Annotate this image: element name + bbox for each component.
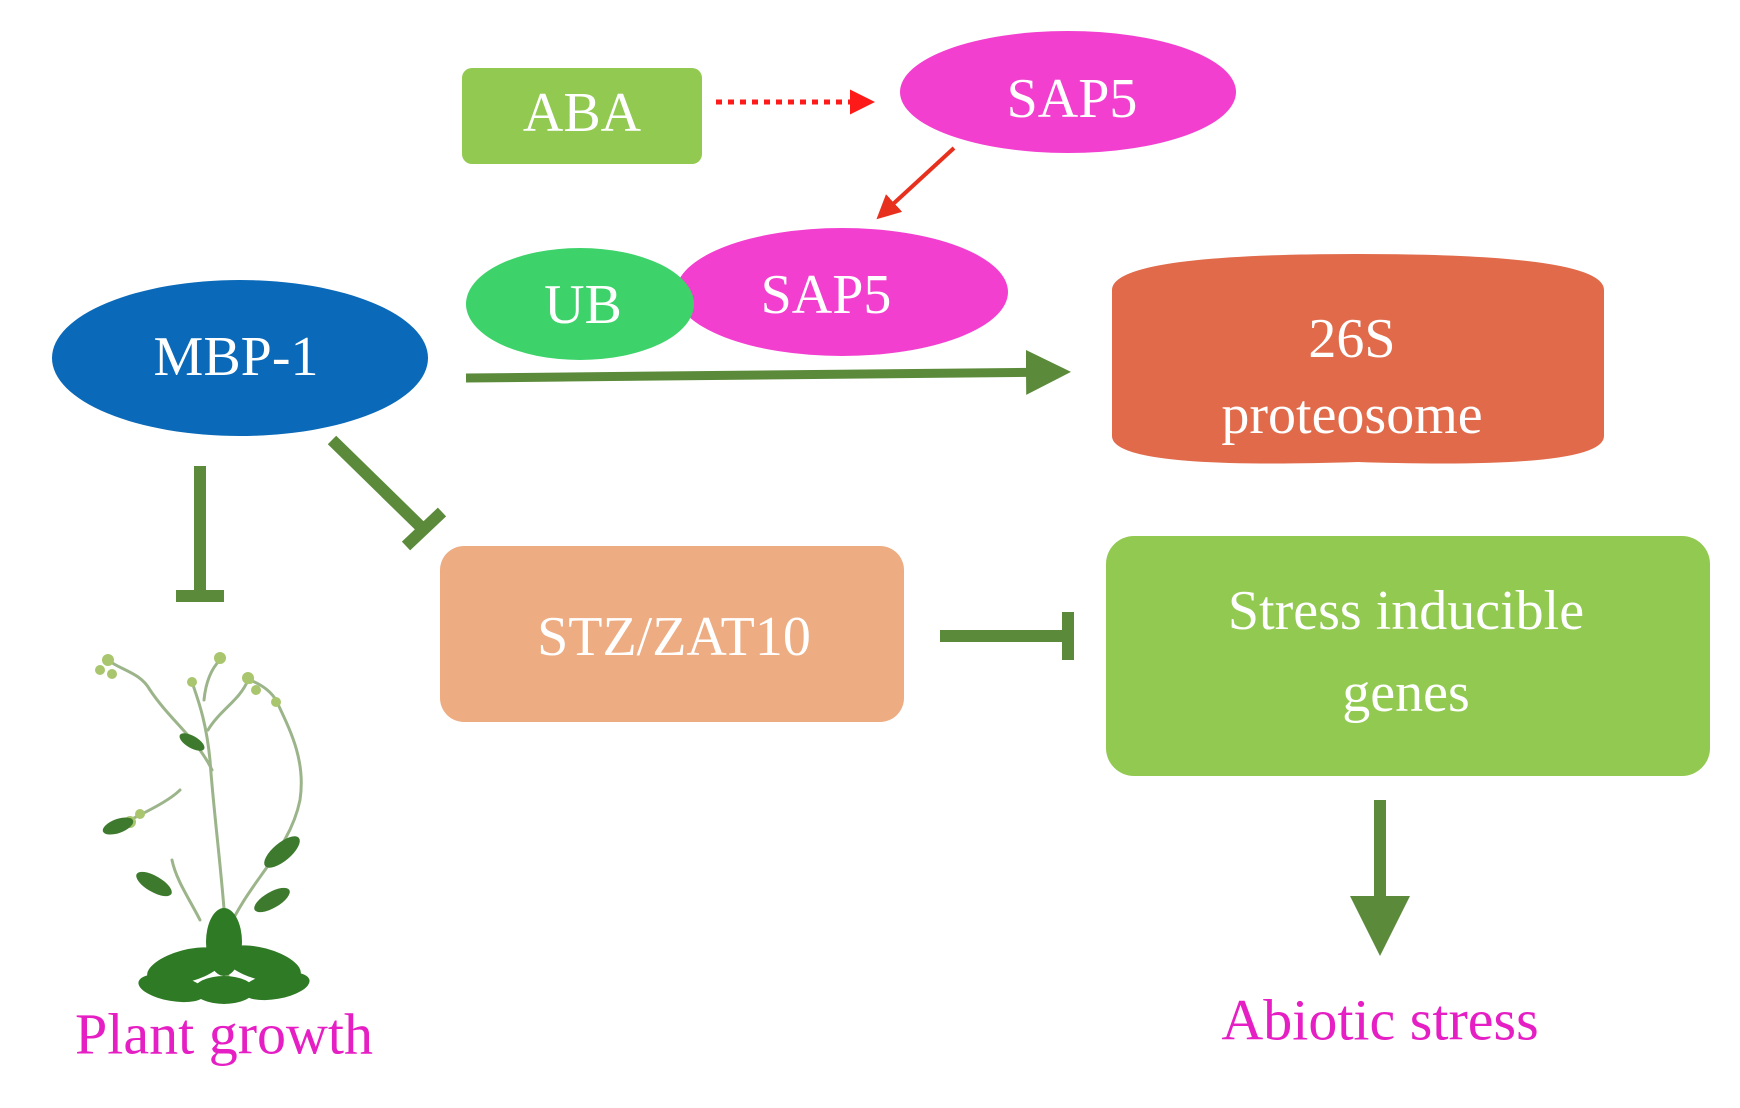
stress-genes-label-line1: Stress inducible [1228, 580, 1584, 642]
sap5-top-node: SAP5 [900, 31, 1236, 153]
sap5-complex-label: SAP5 [761, 264, 892, 326]
aba-node: ABA [462, 68, 702, 164]
mbp1-label: MBP-1 [154, 326, 319, 388]
stz-zat10-label: STZ/ZAT10 [537, 606, 811, 668]
stz-zat10-node: STZ/ZAT10 [440, 546, 904, 722]
mbp1-inhibits-stz-edge [327, 435, 447, 551]
proteosome-label-line2: proteosome [1221, 384, 1482, 446]
mbp1-to-proteosome-arrow [465, 349, 1071, 395]
aba-label: ABA [523, 82, 642, 144]
proteosome-node: 26S proteosome [1112, 254, 1604, 464]
mbp1-inhibits-growth-edge [176, 466, 224, 602]
arabidopsis-plant-icon [95, 652, 310, 1004]
mbp1-node: MBP-1 [52, 280, 428, 436]
abiotic-stress-label: Abiotic stress [1221, 987, 1538, 1052]
stress-genes-label-line2: genes [1342, 662, 1470, 724]
stress-genes-node: Stress inducible genes [1106, 536, 1710, 776]
ub-node: UB [466, 248, 694, 360]
sap5-complex-node: SAP5 [676, 228, 1008, 356]
sap5-to-complex-arrow [876, 146, 956, 220]
plant-growth-label: Plant growth [75, 1001, 373, 1066]
proteosome-label-line1: 26S [1308, 308, 1395, 370]
ub-label: UB [544, 274, 622, 336]
sap5-top-label: SAP5 [1007, 68, 1138, 130]
stz-inhibits-genes-edge [940, 612, 1074, 660]
